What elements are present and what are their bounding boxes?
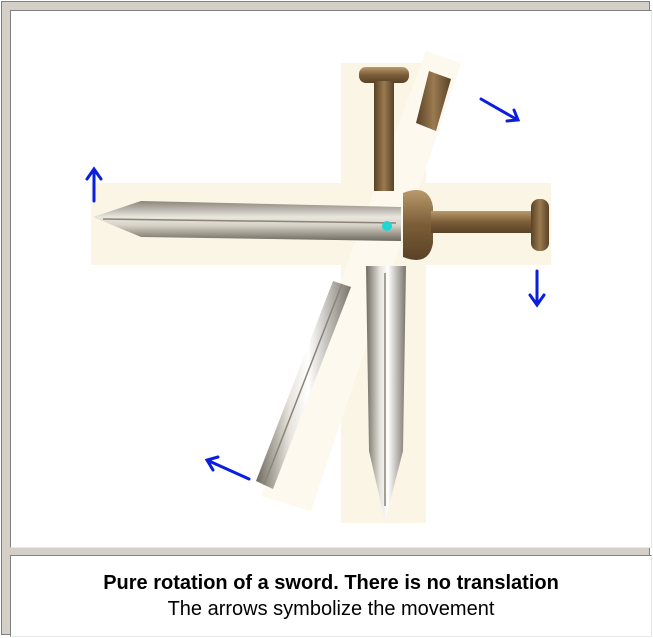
pivot-point [382,221,392,231]
caption-subtitle: The arrows symbolize the movement [11,597,651,621]
down-right-arrow-icon [481,99,518,121]
up-left-arrow-icon [207,457,249,479]
sword-rotation-illustration [11,11,652,548]
figure-image [10,10,652,548]
figure-caption: Pure rotation of a sword. There is no tr… [10,555,652,637]
caption-title: Pure rotation of a sword. There is no tr… [11,571,651,595]
down-arrow-icon [530,271,544,305]
